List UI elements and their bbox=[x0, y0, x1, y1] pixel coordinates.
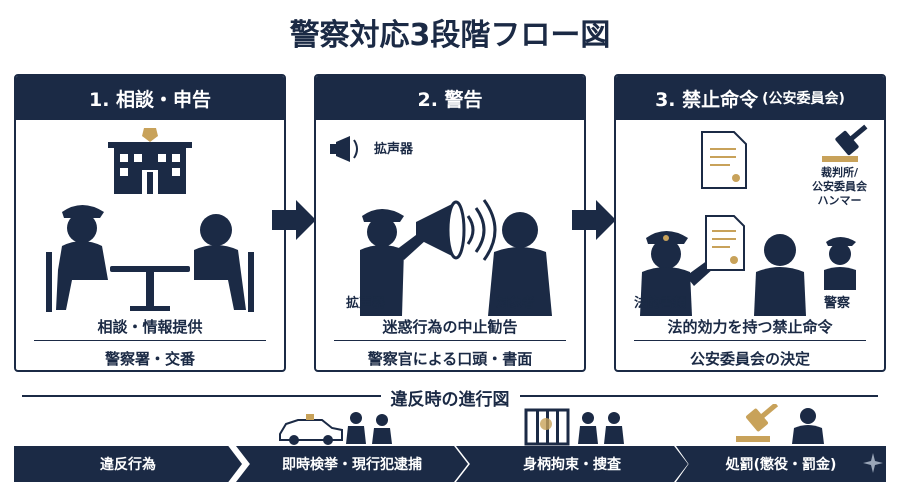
police-station-icon bbox=[108, 128, 192, 194]
warning-scene bbox=[330, 136, 552, 316]
panel-warning: 2. 警告 拡声器 拡声器 対象者 迷惑行為の中止勧告 警察官による口頭・書面 bbox=[314, 74, 586, 372]
document-icon bbox=[705, 215, 745, 271]
flow-arrow-icon bbox=[272, 200, 316, 240]
step-detention: 身柄拘束・捜査 bbox=[456, 446, 688, 482]
citizen-icon bbox=[194, 214, 254, 312]
police-caption: 警察 bbox=[824, 296, 851, 311]
gavel-icon bbox=[822, 124, 868, 162]
consultation-scene bbox=[46, 128, 254, 312]
megaphone-caption-top: 拡声器 bbox=[374, 142, 414, 157]
divider bbox=[34, 340, 266, 341]
panel-warning-line2: 警察官による口頭・書面 bbox=[367, 350, 533, 368]
panel-prohibition: 3. 禁止命令 (公安委員会) bbox=[614, 74, 886, 372]
flow-arrow-icon bbox=[572, 200, 616, 240]
panel-consultation-line2: 警察署・交番 bbox=[104, 350, 195, 368]
police-officer-small-icon bbox=[824, 237, 856, 290]
panel-warning-line1: 迷惑行為の中止勧告 bbox=[382, 318, 518, 336]
megaphone-icon bbox=[330, 136, 358, 162]
target-person-icon bbox=[488, 212, 552, 316]
divider bbox=[634, 340, 866, 341]
megaphone-caption: 拡声器 bbox=[346, 296, 386, 311]
panel-consultation-header: 1. 相談・申告 bbox=[16, 76, 284, 120]
gavel-icon bbox=[736, 404, 824, 444]
prohibition-scene bbox=[640, 124, 868, 316]
target-caption: 対象者 bbox=[496, 296, 536, 311]
panel-warning-header: 2. 警告 bbox=[316, 76, 584, 120]
panel-consultation-line1: 相談・情報提供 bbox=[97, 318, 203, 336]
step-arrest: 即時検挙・現行犯逮捕 bbox=[236, 446, 468, 482]
table-icon bbox=[110, 266, 190, 311]
megaphone-icon bbox=[416, 199, 497, 261]
violation-flow: 違反行為 即時検挙・現行犯逮捕 身柄拘束・捜査 処罰(懲役・罰金) bbox=[14, 446, 886, 482]
jail-icon bbox=[524, 408, 624, 446]
section-title: 違反時の進行図 bbox=[380, 390, 520, 410]
panel-consultation: 1. 相談・申告 bbox=[14, 74, 286, 372]
document-caption: 法的書類 bbox=[634, 296, 687, 311]
officer-icon bbox=[46, 205, 108, 312]
step-violation: 違反行為 bbox=[14, 446, 242, 482]
violation-section-header: 違反時の進行図 bbox=[22, 385, 878, 410]
citizen-icon bbox=[754, 234, 806, 316]
document-icon bbox=[701, 131, 747, 189]
star-icon bbox=[863, 453, 883, 473]
panel-prohibition-line2: 公安委員会の決定 bbox=[689, 350, 810, 368]
page-title: 警察対応3段階フロー図 bbox=[289, 18, 611, 53]
panel-prohibition-header: 3. 禁止命令 (公安委員会) bbox=[616, 76, 884, 120]
police-car-icon bbox=[279, 412, 392, 445]
divider bbox=[334, 340, 566, 341]
panel-prohibition-line1: 法的効力を持つ禁止命令 bbox=[667, 318, 833, 336]
hammer-caption: 裁判所/ 公安委員会 ハンマー bbox=[812, 166, 867, 207]
step-punishment: 処罰(懲役・罰金) bbox=[676, 446, 886, 482]
